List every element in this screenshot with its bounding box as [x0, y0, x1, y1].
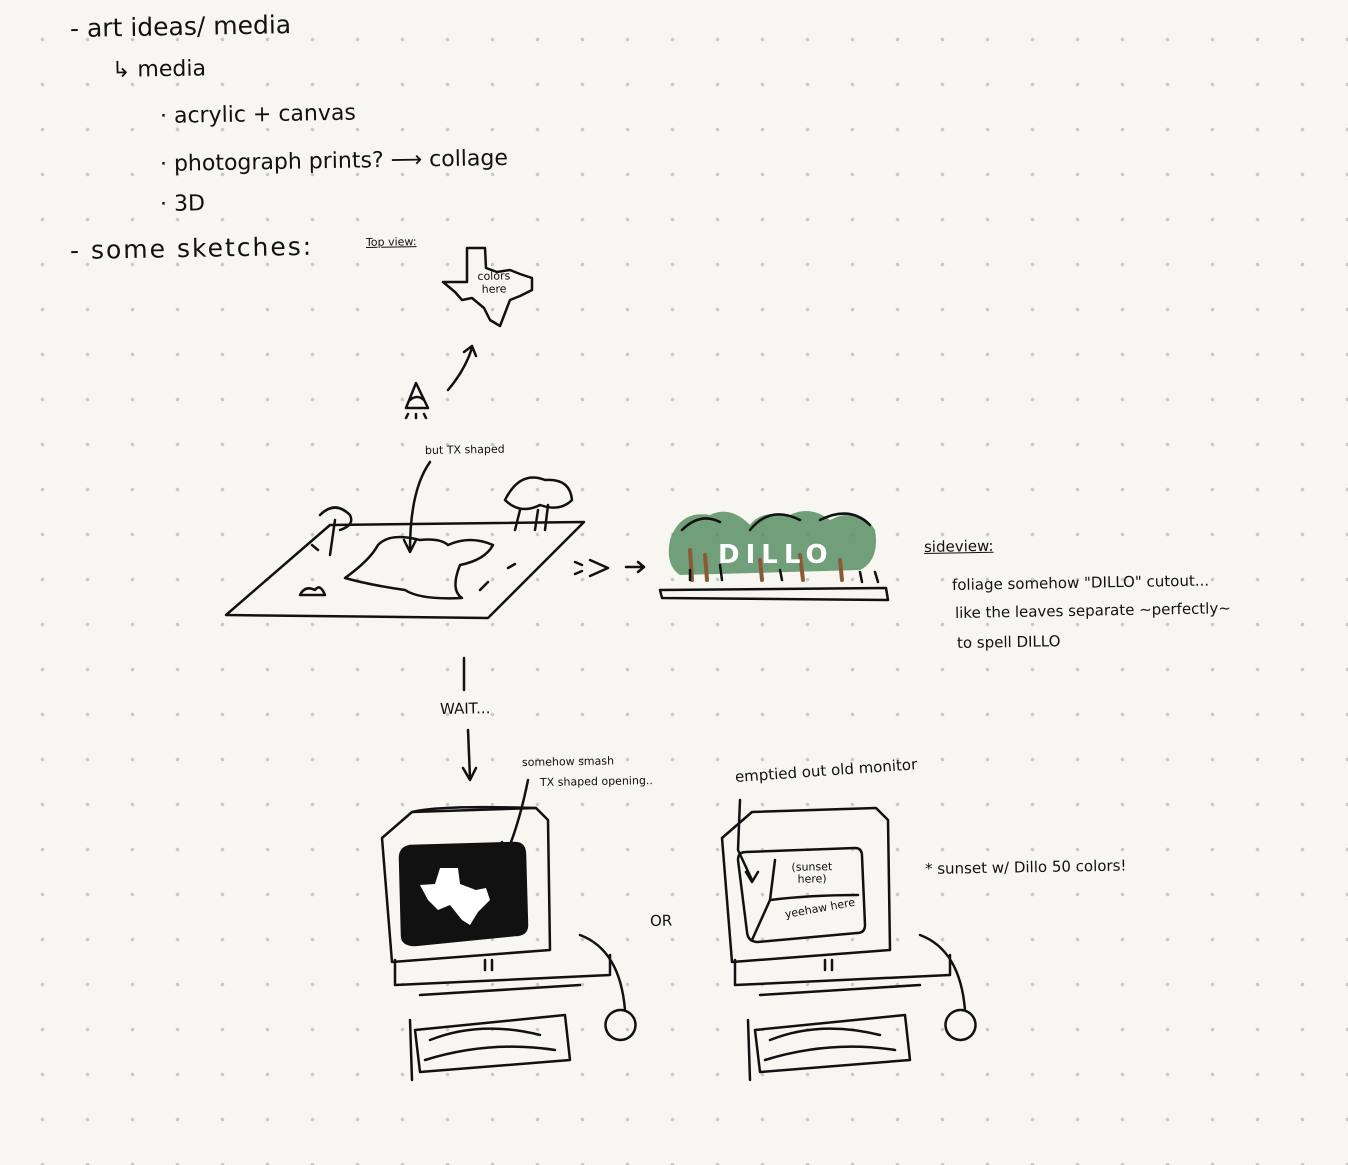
monitor-left-annotation-2: TX shaped opening..	[539, 774, 653, 789]
sketches-heading: - some sketches:	[69, 231, 314, 265]
arrow-down-tx	[402, 460, 432, 554]
or-label: OR	[649, 911, 673, 930]
eye-side-icon	[573, 558, 646, 578]
texas-text: colors here	[477, 269, 511, 296]
tx-hole	[343, 535, 495, 600]
board-outline	[224, 520, 586, 620]
tx-shaped-annotation: but TX shaped	[424, 442, 505, 457]
tree-cluster	[478, 476, 574, 592]
media-item-acrylic: · acrylic + canvas	[159, 100, 357, 129]
eye-icon	[404, 381, 430, 420]
monitor-left-annotation-1: somehow smash	[521, 754, 615, 769]
wait-label: WAIT...	[439, 699, 491, 718]
arrow-down-wait-2	[461, 728, 478, 782]
sunset-footnote: * sunset w/ Dillo 50 colors!	[924, 856, 1127, 878]
side-view-trees	[658, 511, 890, 602]
media-item-3d: · 3D	[159, 191, 206, 217]
dillo-cutout-text: DILLO	[718, 540, 834, 570]
texas-outline	[441, 246, 534, 328]
side-view-line-3: to spell DILLO	[956, 632, 1061, 652]
monitor-left	[380, 778, 637, 1082]
tree-small	[298, 506, 353, 597]
notes-heading: - art ideas/ media	[69, 10, 292, 43]
monitor-right	[720, 798, 977, 1082]
media-subheading: ↳ media	[111, 56, 207, 83]
top-view-label: Top view:	[365, 235, 417, 249]
monitor-screen-sunset: (sunset here)	[791, 860, 833, 886]
side-view-label: sideview:	[923, 536, 994, 556]
arrow-up	[446, 344, 478, 392]
